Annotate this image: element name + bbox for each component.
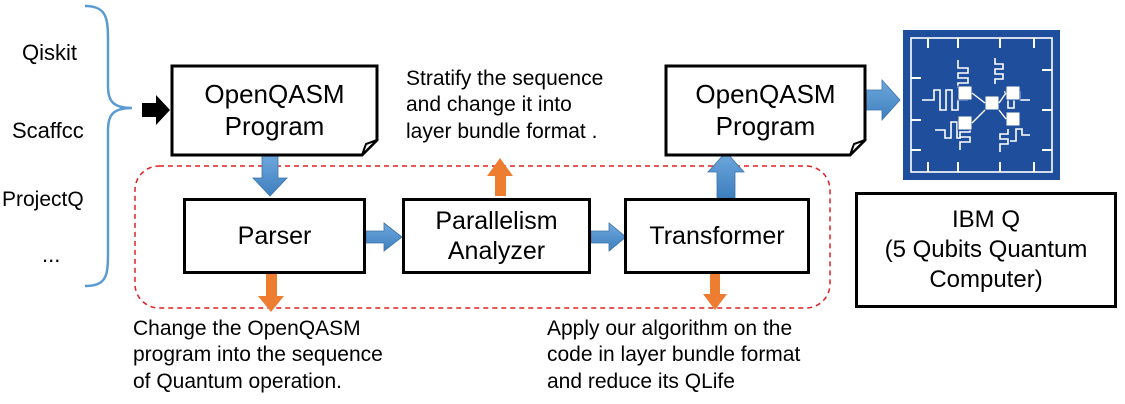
source-projectq: ProjectQ bbox=[2, 188, 84, 211]
program-out-label: OpenQASM Program bbox=[666, 66, 865, 155]
program-out-fold bbox=[849, 139, 866, 156]
source-scaffcc: Scaffcc bbox=[12, 118, 84, 143]
note-stratify-line2: and change it into bbox=[406, 93, 572, 117]
ibm-q-line2: (5 Qubits Quantum bbox=[884, 236, 1088, 263]
program-in-label: OpenQASM Program bbox=[172, 66, 377, 155]
source-more: ... bbox=[42, 242, 61, 267]
source-brace bbox=[84, 4, 133, 288]
ibm-q-line3: Computer) bbox=[929, 266, 1043, 293]
program-out-line2: Program bbox=[715, 110, 816, 141]
note-stratify-line1: Stratify the sequence bbox=[406, 67, 604, 90]
analyzer-line2: Analyzer bbox=[447, 237, 546, 265]
note-change-line1: Change the OpenQASM bbox=[133, 317, 361, 340]
note-change-line3: of Quantum operation. bbox=[133, 369, 342, 393]
note-apply-line3: and reduce its QLife bbox=[547, 369, 735, 393]
arrow-analyzer-to-transformer bbox=[590, 222, 627, 252]
parallelism-analyzer-box: Parallelism Analyzer bbox=[402, 198, 591, 274]
transpiler-group bbox=[134, 165, 831, 309]
arrow-program-to-parser bbox=[252, 154, 288, 197]
note-change: Change the OpenQASM program into the seq… bbox=[133, 316, 383, 395]
note-apply-line1: Apply our algorithm on the bbox=[547, 317, 793, 340]
note-apply: Apply our algorithm on the code in layer… bbox=[547, 316, 800, 395]
ibm-q-box: IBM Q (5 Qubits Quantum Computer) bbox=[855, 192, 1117, 308]
arrow-program-to-chip bbox=[865, 78, 901, 122]
note-stratify: Stratify the sequence and change it into… bbox=[406, 66, 603, 145]
arrow-analyzer-to-note bbox=[487, 158, 513, 196]
transformer-label: Transformer bbox=[649, 222, 785, 250]
program-in-line1: OpenQASM bbox=[204, 79, 345, 110]
program-in-fold bbox=[361, 139, 378, 156]
arrow-transformer-to-note bbox=[703, 272, 727, 310]
note-apply-line2: code in layer bundle format bbox=[547, 343, 801, 367]
arrow-parser-to-analyzer bbox=[365, 222, 403, 252]
note-stratify-line3: layer bundle format . bbox=[406, 119, 598, 143]
arrow-parser-to-note bbox=[258, 272, 284, 312]
source-qiskit: Qiskit bbox=[22, 40, 77, 65]
input-arrow bbox=[142, 95, 170, 125]
arrow-transformer-to-program bbox=[707, 151, 745, 199]
program-out-line1: OpenQASM bbox=[695, 79, 836, 110]
parser-label: Parser bbox=[237, 222, 312, 250]
note-change-line2: program into the sequence bbox=[133, 343, 383, 367]
parser-box: Parser bbox=[183, 198, 366, 274]
ibm-q-line1: IBM Q bbox=[951, 206, 1020, 233]
transformer-box: Transformer bbox=[624, 198, 810, 274]
program-in-line2: Program bbox=[224, 110, 325, 141]
analyzer-line1: Parallelism bbox=[435, 207, 558, 235]
quantum-chip-icon bbox=[903, 30, 1060, 180]
